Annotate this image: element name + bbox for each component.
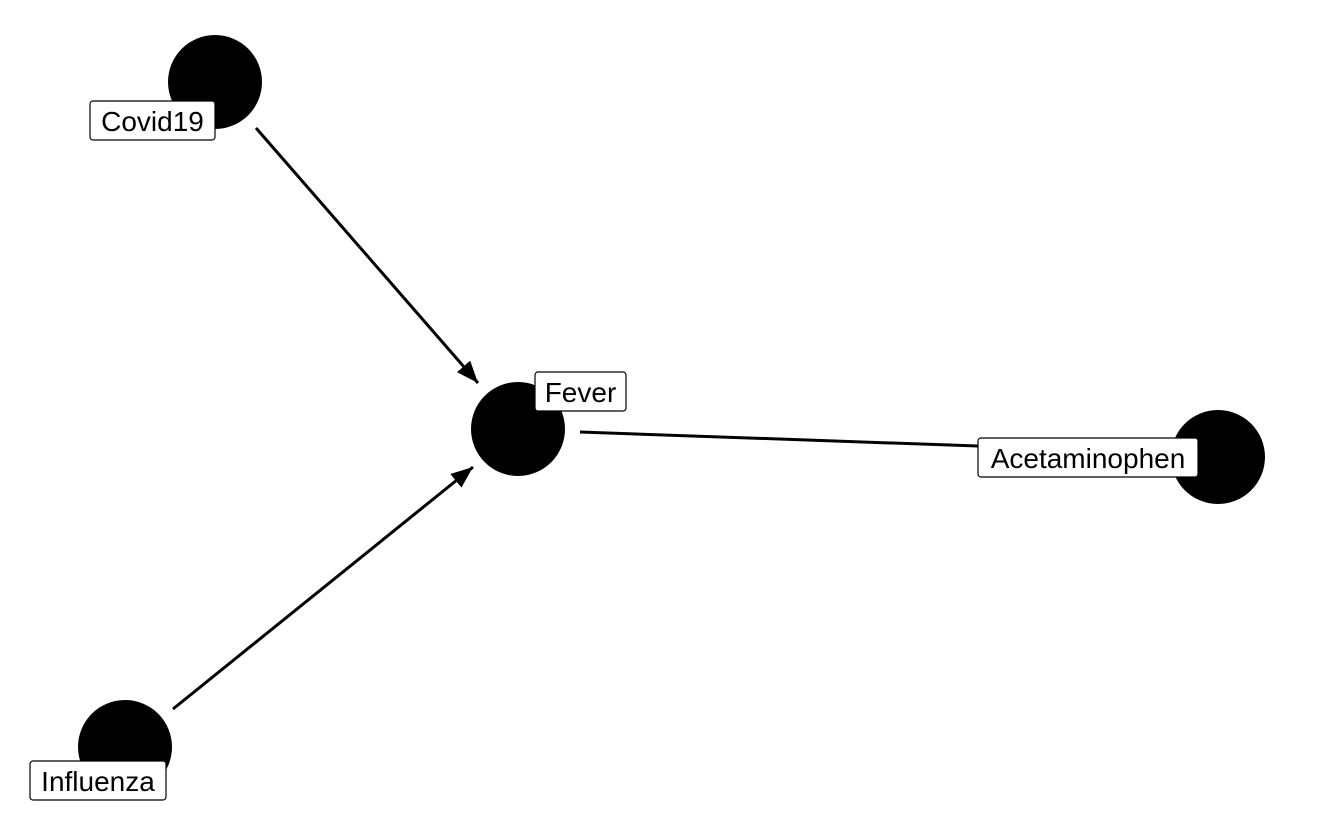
- node-covid19-label: Covid19: [101, 106, 204, 137]
- node-fever-label: Fever: [545, 377, 617, 408]
- node-acetaminophen-label: Acetaminophen: [991, 443, 1186, 474]
- node-covid19[interactable]: Covid19: [89, 35, 262, 141]
- node-fever[interactable]: Fever: [471, 371, 627, 476]
- edges-layer: [172, 127, 1176, 711]
- node-fever-label-box: [534, 371, 627, 412]
- edge-influenza-to-fever: [172, 465, 474, 711]
- node-influenza-label-box: [29, 760, 167, 801]
- nodes-layer: Covid19 Fever Acetaminophen Influenza: [29, 35, 1265, 801]
- node-influenza-label: Influenza: [41, 766, 155, 797]
- node-acetaminophen-circle: [1171, 410, 1265, 504]
- node-acetaminophen-label-box: [977, 437, 1199, 478]
- node-acetaminophen[interactable]: Acetaminophen: [977, 410, 1265, 504]
- node-influenza[interactable]: Influenza: [29, 700, 172, 801]
- node-covid19-label-box: [89, 100, 216, 141]
- edge-covid19-to-fever: [254, 127, 480, 384]
